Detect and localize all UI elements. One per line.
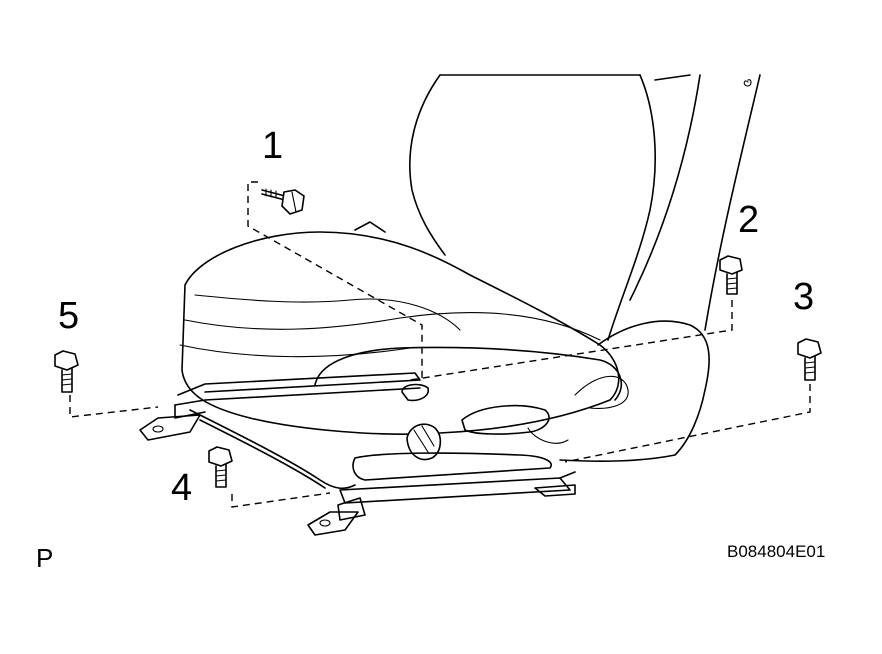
leader-lines	[69, 181, 811, 508]
seat-cushion	[179, 231, 710, 481]
view-marker: P	[36, 543, 54, 573]
bolt-1-icon	[261, 188, 305, 215]
callout-5: 5	[58, 295, 80, 337]
figure-code: B084804E01	[727, 542, 826, 561]
bolt-2-icon	[719, 255, 743, 295]
callout-2: 2	[738, 199, 760, 241]
bolt-5-icon	[54, 350, 79, 393]
bolt-4-icon	[208, 446, 233, 488]
callout-4: 4	[171, 467, 193, 509]
callout-3: 3	[793, 276, 815, 318]
seatback	[354, 74, 761, 341]
callout-1: 1	[262, 125, 284, 167]
seat-rails	[139, 372, 576, 536]
bolt-3-icon	[797, 338, 822, 381]
